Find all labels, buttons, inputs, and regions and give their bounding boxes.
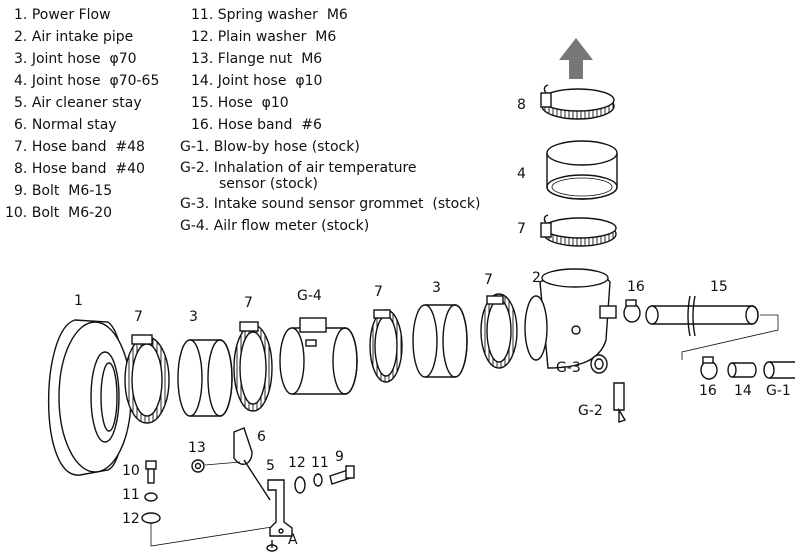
joint-hose-3-right — [412, 304, 468, 378]
legend-item-10: 10. Bolt M6-20 — [5, 205, 113, 221]
callout-5: 5 — [266, 458, 275, 474]
callout-a: A — [288, 532, 298, 548]
flange-nut-13 — [191, 459, 205, 473]
hose-band-16-b — [700, 356, 718, 380]
plain-washer-12-right — [294, 476, 306, 494]
callout-16: 16 — [699, 383, 717, 399]
hose-15 — [645, 295, 759, 337]
callout-2: 2 — [532, 270, 541, 286]
legend-item-15: 15. Hose φ10 — [191, 95, 289, 111]
callout-6: 6 — [257, 429, 266, 445]
air-intake-pipe-2 — [524, 268, 617, 369]
callout-4: 4 — [517, 166, 526, 182]
plain-washer-12-left — [141, 512, 161, 524]
hose-band-16-a — [623, 299, 641, 323]
joint-hose-3-left — [177, 339, 233, 417]
legend-item-12: 12. Plain washer M6 — [191, 29, 337, 45]
legend-item-1: 1. Power Flow — [14, 7, 111, 23]
callout-13: 13 — [188, 440, 206, 456]
callout-3: 3 — [432, 280, 441, 296]
callout-11: 11 — [311, 455, 329, 471]
legend-item-3: 3. Joint hose φ70 — [14, 51, 137, 67]
grommet-g3 — [590, 354, 608, 374]
direction-arrow-icon — [559, 38, 593, 79]
bolt-9 — [329, 465, 355, 485]
callout-g3: G-3 — [556, 360, 581, 376]
hose-band-7-b — [233, 321, 273, 412]
legend-item-g2-cont: sensor (stock) — [219, 176, 318, 192]
callout-7: 7 — [134, 309, 143, 325]
legend-item-16: 16. Hose band #6 — [191, 117, 322, 133]
hose-band-8 — [540, 84, 615, 120]
legend-item-6: 6. Normal stay — [14, 117, 117, 133]
air-flow-meter-g4 — [279, 317, 358, 395]
callout-9: 9 — [335, 449, 344, 465]
callout-g4: G-4 — [297, 288, 322, 304]
legend-item-8: 8. Hose band #40 — [14, 161, 145, 177]
legend-item-11: 11. Spring washer M6 — [191, 7, 348, 23]
leader-line — [150, 523, 273, 547]
bolt-10 — [145, 460, 157, 484]
legend-item-g2: G-2. Inhalation of air temperature — [180, 160, 417, 176]
callout-7: 7 — [374, 284, 383, 300]
hose-band-7-a — [124, 334, 170, 424]
normal-stay-6 — [233, 427, 271, 501]
callout-7: 7 — [517, 221, 526, 237]
spring-washer-11-left — [144, 492, 158, 502]
leader-line — [204, 461, 241, 466]
legend-item-2: 2. Air intake pipe — [14, 29, 134, 45]
hose-band-7-d — [480, 293, 518, 369]
callout-11: 11 — [122, 487, 140, 503]
joint-hose-14 — [727, 362, 757, 378]
callout-7: 7 — [484, 272, 493, 288]
legend-item-g1: G-1. Blow-by hose (stock) — [180, 139, 360, 155]
hose-band-7-top — [540, 214, 617, 247]
callout-15: 15 — [710, 279, 728, 295]
legend-item-g3: G-3. Intake sound sensor grommet (stock) — [180, 196, 481, 212]
callout-7: 7 — [244, 295, 253, 311]
legend-item-14: 14. Joint hose φ10 — [191, 73, 323, 89]
legend-item-4: 4. Joint hose φ70-65 — [14, 73, 160, 89]
callout-12: 12 — [288, 455, 306, 471]
callout-8: 8 — [517, 97, 526, 113]
power-flow-filter — [47, 319, 132, 476]
legend-item-5: 5. Air cleaner stay — [14, 95, 142, 111]
air-temp-sensor-g2 — [613, 382, 627, 423]
joint-hose-4 — [546, 140, 618, 200]
callout-14: 14 — [734, 383, 752, 399]
callout-16: 16 — [627, 279, 645, 295]
callout-12: 12 — [122, 511, 140, 527]
hose-band-7-c — [369, 309, 403, 383]
legend-item-13: 13. Flange nut M6 — [191, 51, 323, 67]
callout-3: 3 — [189, 309, 198, 325]
callout-1: 1 — [74, 293, 83, 309]
legend-item-9: 9. Bolt M6-15 — [14, 183, 113, 199]
callout-g2: G-2 — [578, 403, 603, 419]
spring-washer-11-right — [313, 473, 323, 487]
mount-point-a — [266, 540, 278, 552]
blow-by-hose-g1 — [763, 361, 795, 379]
callout-10: 10 — [122, 463, 140, 479]
legend-item-g4: G-4. Ailr flow meter (stock) — [180, 218, 370, 234]
legend-item-7: 7. Hose band #48 — [14, 139, 145, 155]
parts-legend: 1. Power Flow 2. Air intake pipe 3. Join… — [0, 0, 800, 240]
air-cleaner-stay-5 — [267, 479, 293, 537]
leader-line — [681, 314, 779, 360]
callout-g1: G-1 — [766, 383, 791, 399]
